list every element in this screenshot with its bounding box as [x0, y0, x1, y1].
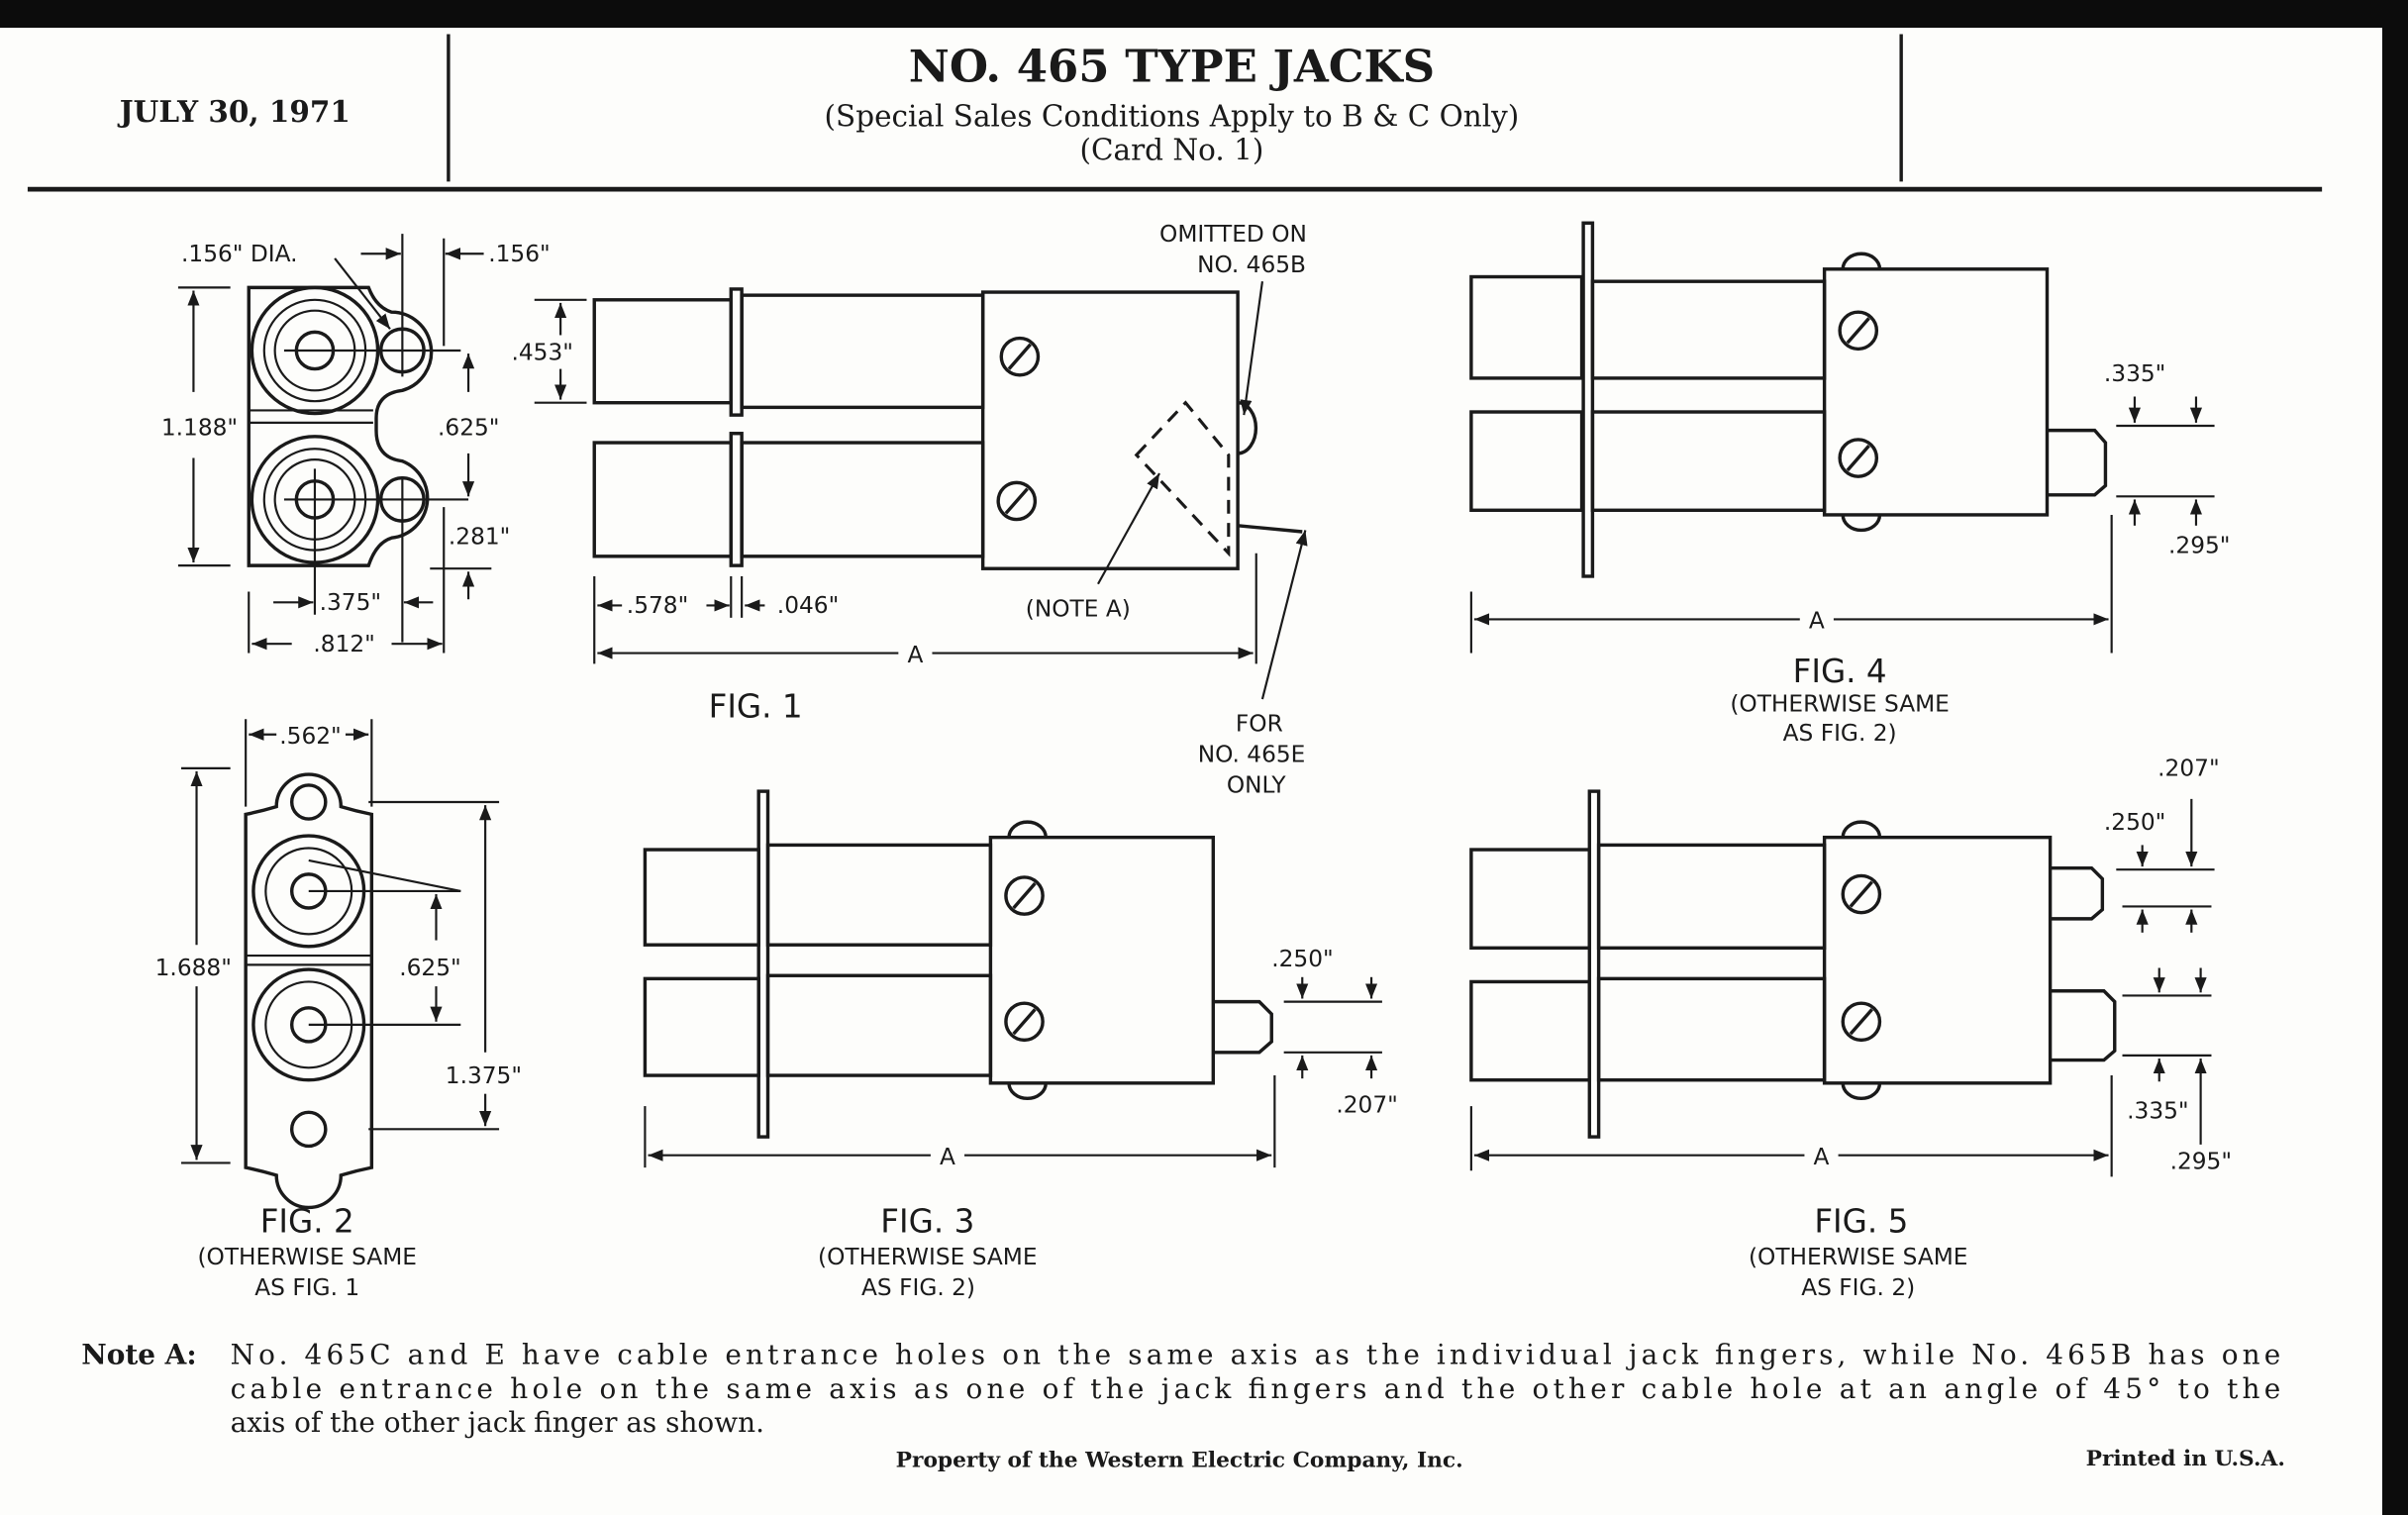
scan-border-right: [2382, 0, 2408, 1515]
dim-width: .812": [313, 631, 374, 657]
fig2-title: FIG. 2: [260, 1202, 354, 1240]
note-line-1: No. 465C and E have cable entrance holes…: [231, 1339, 2281, 1371]
for-line1: FOR: [1236, 711, 1283, 738]
note-line-3: axis of the other jack finger as shown.: [231, 1406, 764, 1439]
dim-spacing: .625": [438, 414, 499, 441]
omitted-line1: OMITTED ON: [1159, 221, 1307, 248]
dim-spacing: .625": [399, 955, 460, 981]
fig2-caption-2: AS FIG. 1: [254, 1274, 359, 1301]
dim-d1: .207": [2157, 756, 2219, 782]
note-a-callout: (NOTE A): [1026, 595, 1131, 622]
fig3-title: FIG. 3: [880, 1202, 974, 1240]
fig2: .562" 1.688" .625" 1.375" FIG. 2 (OTHERW…: [155, 719, 522, 1301]
header: JULY 30, 1971 NO. 465 TYPE JACKS (Specia…: [27, 34, 2323, 192]
footer-printed: Printed in U.S.A.: [2086, 1447, 2285, 1471]
note-a: Note A: No. 465C and E have cable entran…: [81, 1339, 2280, 1439]
for-line3: ONLY: [1227, 772, 1287, 799]
fig5: A .207" .250" .335" .295" FIG. 5 (OTHERW…: [1469, 756, 2232, 1301]
note-line-2: cable entrance hole on the same axis as …: [231, 1372, 2281, 1405]
fig4-title: FIG. 4: [1793, 653, 1887, 690]
fig2-caption-1: (OTHERWISE SAME: [197, 1244, 417, 1270]
dim-d3: .335": [2127, 1097, 2188, 1124]
fig5-caption-2: AS FIG. 2): [1801, 1274, 1915, 1301]
dim-height: 1.188": [161, 414, 238, 441]
fig4-caption-2: AS FIG. 2): [1783, 720, 1897, 747]
fig3-caption-1: (OTHERWISE SAME: [818, 1244, 1038, 1270]
dim-tube-dia: .453": [511, 339, 572, 365]
dim-bottom: .281": [449, 523, 510, 550]
card-number: (Card No. 1): [1080, 134, 1264, 167]
fig1-title: FIG. 1: [709, 688, 803, 726]
fig1-side-view: .453" .578" .046" A OMITTED ON NO. 465B …: [511, 221, 1308, 799]
dim-a: A: [1809, 608, 1825, 635]
dim-a: A: [1814, 1144, 1830, 1170]
for-line2: NO. 465E: [1198, 742, 1306, 768]
fig3: A .250" .207" FIG. 3 (OTHERWISE SAME AS …: [643, 789, 1398, 1301]
subtitle: (Special Sales Conditions Apply to B & C…: [825, 100, 1520, 134]
dim-ear: .156": [488, 241, 550, 267]
dim-a: A: [907, 642, 923, 668]
dim-hole-spacing: 1.375": [446, 1062, 522, 1089]
dim-d1: .335": [2104, 360, 2165, 387]
dim-d2: .250": [2104, 809, 2165, 836]
note-label: Note A:: [81, 1339, 196, 1371]
page-title: NO. 465 TYPE JACKS: [909, 41, 1435, 93]
omitted-line2: NO. 465B: [1197, 252, 1306, 278]
fig5-caption-1: (OTHERWISE SAME: [1749, 1244, 1968, 1270]
fig4-caption-1: (OTHERWISE SAME: [1730, 690, 1950, 717]
dim-hole-dia: .156" DIA.: [181, 241, 297, 267]
dim-d2: .207": [1336, 1091, 1397, 1118]
fig5-title: FIG. 5: [1814, 1202, 1908, 1240]
dim-height: 1.688": [155, 955, 232, 981]
fig1-front-view: .156" DIA. .156" 1.188" .625" .281" .375…: [161, 234, 551, 657]
dim-tube-len: .578": [627, 592, 688, 619]
date: JULY 30, 1971: [117, 94, 351, 129]
scan-border-top: [0, 0, 2408, 28]
fig4: A .335" .295" FIG. 4 (OTHERWISE SAME AS …: [1469, 221, 2231, 747]
fig3-caption-2: AS FIG. 2): [861, 1274, 975, 1301]
footer-property: Property of the Western Electric Company…: [896, 1449, 1463, 1473]
dim-d4: .295": [2170, 1149, 2232, 1175]
dim-d1: .250": [1271, 946, 1333, 972]
dim-d2: .295": [2168, 533, 2230, 559]
dim-width: .562": [279, 723, 341, 750]
dim-a: A: [940, 1144, 955, 1170]
dim-flange: .046": [777, 592, 839, 619]
dim-offset: .375": [320, 589, 381, 616]
